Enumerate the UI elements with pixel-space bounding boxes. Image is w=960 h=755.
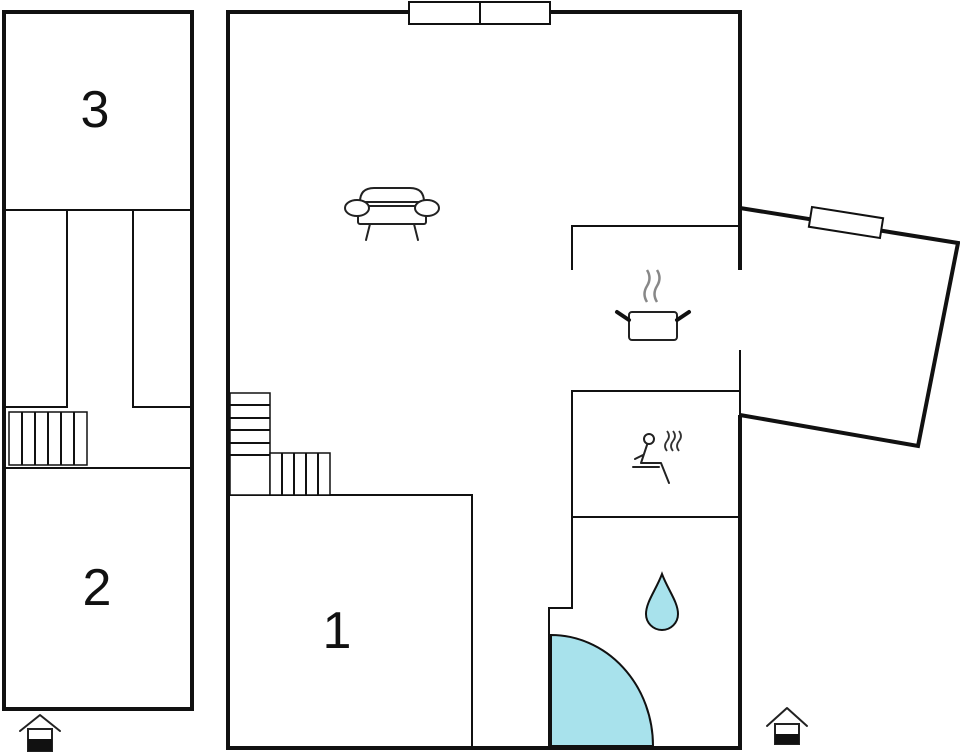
room-number-3: 3: [81, 81, 110, 139]
entrance-icon: [766, 707, 808, 745]
sauna-icon: [632, 430, 682, 484]
sauna-walls: [571, 390, 741, 518]
annex-outline: [739, 206, 960, 449]
kitchen-wall: [571, 225, 740, 270]
sofa-icon: [344, 187, 440, 241]
main-floor: 1: [226, 1, 960, 750]
upper-staircase: [8, 411, 88, 466]
window-annex: [807, 205, 885, 240]
room-number-1: 1: [323, 602, 352, 660]
water-drop-icon: [644, 571, 680, 631]
shower-area: [550, 633, 655, 747]
room-number-2: 2: [83, 559, 112, 617]
bathroom-wall: [548, 517, 573, 748]
upper-floor: 3 2: [2, 10, 194, 711]
main-floor-outline: [226, 10, 742, 750]
main-staircase: [229, 392, 331, 496]
closet-left-wall: [4, 210, 68, 408]
upper-floor-outline: [2, 10, 194, 711]
closet-right-wall: [132, 210, 192, 408]
cooking-pot-icon: [615, 269, 691, 341]
window-top: [408, 1, 551, 25]
entrance-icon: [19, 714, 61, 752]
